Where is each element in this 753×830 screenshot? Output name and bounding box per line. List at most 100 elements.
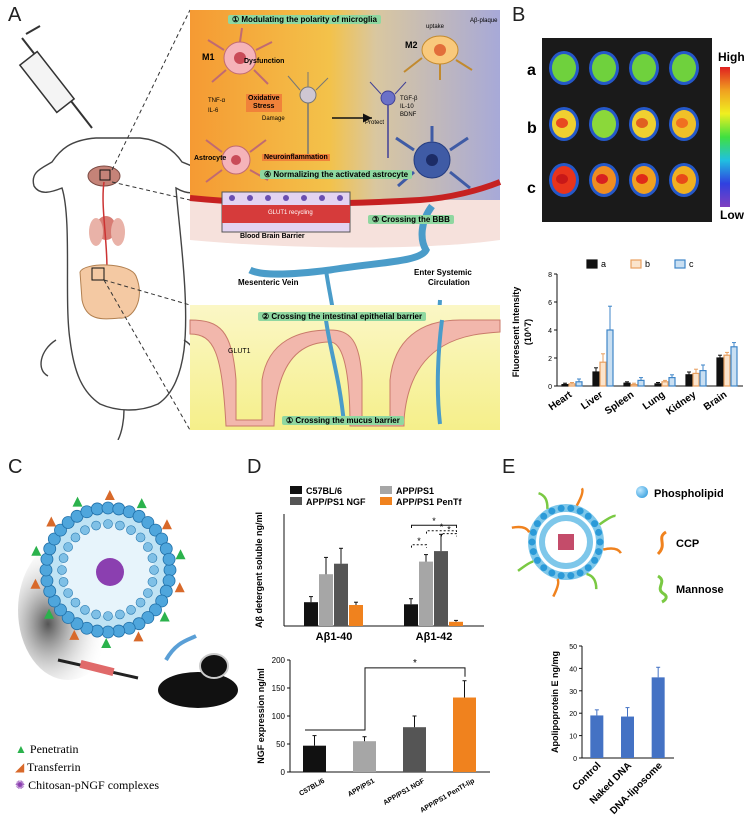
inner-bead bbox=[143, 588, 153, 598]
phospholipid-bead bbox=[155, 594, 169, 608]
panel-label-a: A bbox=[8, 4, 22, 26]
organ-spot-core bbox=[676, 174, 688, 184]
x-category-label: APP/PS1 PenTf-lip bbox=[419, 778, 476, 815]
phospholipid-bead bbox=[567, 504, 575, 512]
legend-e-mannose: Mannose bbox=[676, 584, 724, 596]
uptake-label: uptake bbox=[426, 24, 445, 30]
bar bbox=[434, 551, 448, 626]
x-category-label: Aβ1-42 bbox=[416, 631, 453, 643]
transferrin-marker bbox=[174, 582, 185, 593]
bar bbox=[623, 382, 631, 387]
legend-label: c bbox=[689, 259, 694, 269]
penetratin-marker bbox=[101, 637, 112, 648]
organ-spot-core bbox=[636, 118, 648, 128]
inner-bead bbox=[63, 542, 73, 552]
organ-spot-core bbox=[556, 174, 568, 184]
penetratin-icon: ▲ bbox=[15, 742, 27, 756]
significance-star: * bbox=[413, 658, 417, 669]
chitosan-label: Chitosan-pNGF complexes bbox=[28, 778, 160, 792]
inner-bead bbox=[103, 519, 113, 529]
color-scale-low: Low bbox=[720, 208, 744, 222]
bar bbox=[651, 677, 665, 758]
glut1-label: GLUT1 bbox=[228, 348, 251, 355]
y-tick-label: 100 bbox=[272, 712, 286, 721]
significance-bracket bbox=[441, 533, 457, 537]
bar bbox=[637, 379, 645, 387]
mannose-ligand bbox=[517, 560, 534, 572]
circulation-line: Circulation bbox=[428, 278, 470, 287]
inner-bead bbox=[147, 553, 158, 563]
inner-bead bbox=[57, 565, 67, 575]
step-crossing-mucus: ① Crossing the mucus barrier bbox=[282, 416, 404, 425]
ccp-ligand bbox=[552, 578, 560, 598]
neuron-illustration bbox=[287, 72, 329, 160]
oxidative-line: Oxidative bbox=[248, 95, 280, 102]
y-tick-label: 2 bbox=[548, 356, 552, 363]
significance-star: * bbox=[432, 516, 436, 526]
phospholipid-bead bbox=[149, 523, 162, 537]
astrocyte-illustration bbox=[205, 139, 269, 183]
bar bbox=[590, 715, 604, 758]
phospholipid-bead bbox=[529, 548, 537, 556]
inner-bead bbox=[149, 565, 159, 575]
bdnf-label: BDNF bbox=[400, 112, 417, 118]
phospholipid-bead bbox=[540, 564, 548, 572]
protect-label: Protect bbox=[365, 120, 385, 126]
phospholipid-bead bbox=[567, 572, 575, 580]
y-axis-label: Fluorescent Intensity bbox=[511, 287, 521, 378]
bar bbox=[621, 716, 634, 758]
phospholipid-bead bbox=[591, 556, 599, 564]
phospholipid-bead bbox=[557, 572, 565, 580]
bar bbox=[716, 357, 724, 387]
organ-spot-core bbox=[556, 118, 568, 128]
x-category-label: Kidney bbox=[665, 389, 699, 417]
stress-line: Stress bbox=[253, 103, 275, 110]
phospholipid-bead bbox=[132, 509, 146, 523]
penetratin-marker bbox=[72, 496, 83, 507]
penetratin-label: Penetratin bbox=[29, 742, 79, 756]
color-scale-bar bbox=[720, 67, 730, 207]
phospholipid-bead bbox=[149, 603, 162, 617]
il6-label: IL-6 bbox=[208, 108, 219, 114]
transferrin-label: Transferrin bbox=[27, 760, 81, 774]
color-scale-high: High bbox=[718, 50, 745, 64]
bar bbox=[304, 602, 318, 626]
bar bbox=[661, 381, 669, 387]
phospholipid-label: Phospholipid bbox=[654, 488, 724, 500]
transferrin-marker bbox=[161, 519, 172, 530]
x-category-label: Heart bbox=[547, 389, 575, 413]
phospholipid-bead bbox=[54, 603, 67, 617]
organ-spot bbox=[592, 54, 616, 82]
x-category-label: APP/PS1 NGF bbox=[382, 777, 426, 807]
il10-label: IL-10 bbox=[400, 104, 414, 110]
mesenteric-vein-label: Mesenteric Vein bbox=[238, 278, 299, 287]
m1-label: M1 bbox=[202, 52, 215, 62]
row-label-c: c bbox=[527, 180, 536, 197]
legend-e-ccp: CCP bbox=[676, 538, 699, 550]
penetratin-marker bbox=[31, 545, 42, 556]
phospholipid-bead bbox=[528, 538, 536, 546]
phospholipid-bead bbox=[576, 507, 584, 515]
y-tick-label: 20 bbox=[569, 711, 577, 718]
inner-bead bbox=[91, 520, 101, 531]
enter-systemic-line: Enter Systemic bbox=[414, 268, 472, 277]
ccp-icon bbox=[656, 530, 667, 556]
enter-systemic-circulation-label: Enter Systemic Circulation bbox=[414, 268, 472, 288]
bar bbox=[630, 384, 638, 387]
organ-spot-core bbox=[636, 174, 648, 184]
panel-label-b: B bbox=[512, 4, 526, 26]
bar bbox=[453, 697, 476, 772]
bar bbox=[723, 354, 731, 387]
legend-e-phospholipid: Phospholipid bbox=[654, 488, 724, 500]
step-modulating-microglia: ① Modulating the polarity of microglia bbox=[228, 15, 381, 24]
phospholipid-bead bbox=[596, 538, 604, 546]
panel-label-c: C bbox=[8, 456, 23, 478]
y-tick-label: 150 bbox=[272, 684, 286, 693]
dysfunction-label: Dysfunction bbox=[244, 58, 285, 65]
bar bbox=[403, 727, 426, 772]
mannose-ligand bbox=[598, 514, 616, 526]
